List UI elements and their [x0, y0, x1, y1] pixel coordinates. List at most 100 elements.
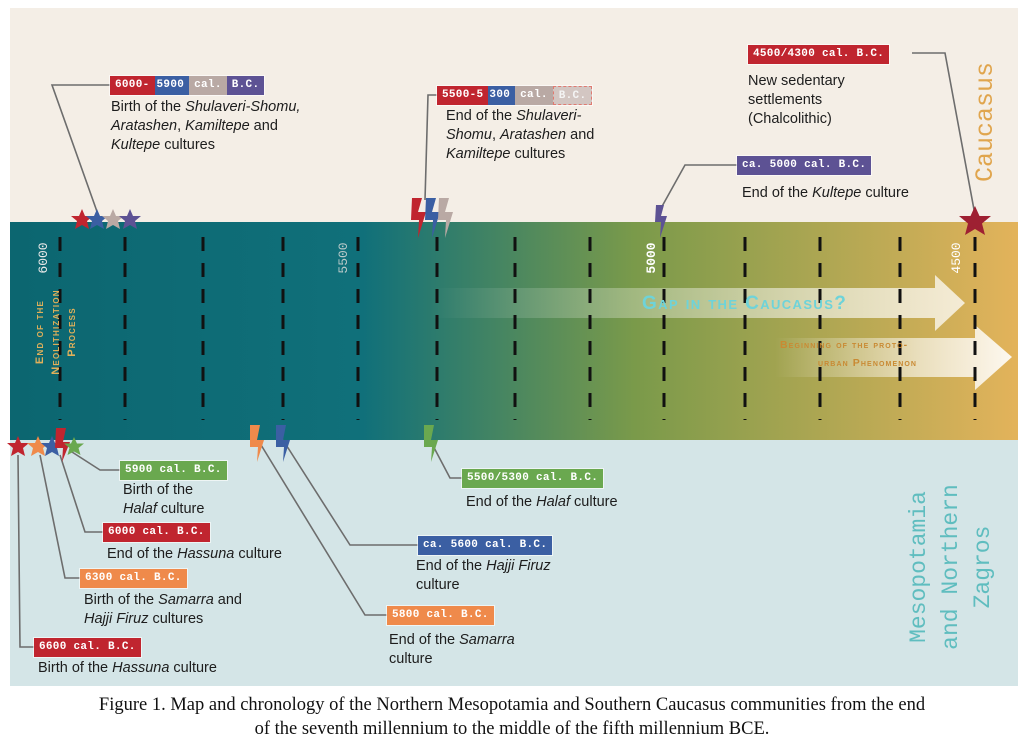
tag-part: 5900 [154, 76, 190, 95]
connector-samarra-birth [39, 454, 80, 579]
tag-part: 6000 cal. B.C. [103, 523, 210, 542]
tag-chalcolithic: 4500/4300 cal. B.C. [748, 45, 890, 64]
star-red-top [71, 209, 93, 229]
label-hassuna-end: End of the Hassuna culture [107, 545, 282, 564]
gap-label: Gap in the Caucasus? [642, 293, 847, 314]
label-line: End of the Kultepe culture [742, 185, 909, 201]
label-shulaveri-end: End of the Shulaveri- Shomu, Aratashen a… [446, 107, 594, 164]
tag-hassuna-birth: 6600 cal. B.C. [34, 638, 141, 657]
connector-hassuna-end [59, 454, 103, 533]
tag-part: 5900 cal. B.C. [120, 461, 227, 480]
connector-samarra-end [257, 439, 387, 616]
tag-part: 5800 cal. B.C. [387, 606, 494, 625]
tag-part: 5500/5300 cal. B.C. [462, 469, 604, 488]
label-line: settlements [748, 92, 823, 108]
timeline-band [10, 222, 1018, 440]
end-neolithization-line1: End of the [34, 300, 46, 364]
tag-part: 6300 cal. B.C. [80, 569, 187, 588]
mesopotamia-line2: and Northern [938, 484, 964, 650]
bolt-green-bottom [424, 425, 438, 462]
star-grey-top [102, 209, 124, 229]
tag-part: cal. [515, 86, 553, 105]
markers [7, 198, 991, 462]
mesopotamia-label: Mesopotamia and Northern Zagros [906, 484, 996, 650]
label-line: End of the Shulaveri- [446, 108, 582, 124]
connector-shulaveri-birth [50, 84, 110, 221]
proto-urban-line1: Beginning of the proto- [780, 339, 908, 351]
label-line: Kultepe cultures [111, 137, 215, 153]
label-line: Birth of the Shulaveri-Shomu, [111, 99, 301, 115]
chronology-diagram: Gap in the Caucasus? Beginning of the pr… [7, 8, 1018, 686]
star-green-bottom [64, 437, 84, 455]
label-line: (Chalcolithic) [748, 111, 832, 127]
mesopotamia-line3: Zagros [970, 526, 996, 609]
end-neolithization-line2: Neolithization [50, 289, 62, 374]
label-line: End of the Hassuna culture [107, 546, 282, 562]
tag-part: 4500/4300 cal. B.C. [748, 45, 890, 64]
year-4500: 4500 [949, 242, 964, 273]
label-samarra-end: End of the Samarra culture [389, 631, 515, 669]
connector-shulaveri-end [424, 94, 437, 201]
tag-kultepe-end: ca. 5000 cal. B.C. [737, 156, 872, 175]
label-samarra-birth: Birth of the Samarra and Hajji Firuz cul… [84, 591, 242, 629]
label-line: Hajji Firuz cultures [84, 611, 204, 627]
label-kultepe-end: End of the Kultepe culture [742, 184, 909, 203]
proto-urban-line2: urban Phenomenon [818, 357, 917, 369]
tag-part: 300 [488, 86, 516, 105]
star-blue-bottom [41, 436, 63, 456]
label-line: Birth of the Samarra and [84, 592, 242, 608]
label-line: New sedentary [748, 73, 845, 89]
year-6000: 6000 [36, 242, 51, 273]
tag-halaf-birth: 5900 cal. B.C. [120, 461, 227, 480]
star-red-bottom [7, 436, 29, 456]
tag-part: 6000- [110, 76, 155, 95]
proto-urban-arrow [775, 325, 1012, 390]
tag-halaf-end: 5500/5300 cal. B.C. [462, 469, 604, 488]
gap-arrow [430, 275, 965, 331]
label-hassuna-birth: Birth of the Hassuna culture [38, 659, 217, 678]
year-5000: 5000 [644, 242, 659, 273]
label-halaf-birth: Birth of the Halaf culture [123, 481, 204, 519]
label-line: Birth of the Hassuna culture [38, 660, 217, 676]
tag-samarra-end: 5800 cal. B.C. [387, 606, 494, 625]
label-chalcolithic: New sedentary settlements (Chalcolithic) [748, 72, 845, 129]
bolt-red-bottom [55, 428, 70, 462]
bolt-red-top [411, 198, 426, 238]
label-line: End of the Halaf culture [466, 494, 618, 510]
tag-part: cal. [189, 76, 227, 95]
end-neolithization-line3: Process [66, 307, 78, 357]
bolt-orange-bottom [250, 425, 264, 462]
label-line: End of the Hajji Firuz [416, 558, 551, 574]
star-orange-bottom [27, 436, 49, 456]
caucasus-label: Caucasus [971, 62, 1000, 182]
label-line: End of the Samarra [389, 632, 515, 648]
tag-hassuna-end: 6000 cal. B.C. [103, 523, 210, 542]
star-red-caucasus [959, 206, 991, 235]
tag-part: 6600 cal. B.C. [34, 638, 141, 657]
year-5500: 5500 [336, 242, 351, 273]
label-line: Shomu, Aratashen and [446, 127, 595, 143]
time-tick-lines [58, 237, 977, 420]
tag-part: 5500-5 [437, 86, 489, 105]
connector-halaf-end [429, 439, 462, 479]
mesopotamia-line1: Mesopotamia [906, 491, 932, 643]
caucasus-zone [10, 8, 1018, 222]
figure-caption: Figure 1. Map and chronology of the Nort… [0, 693, 1024, 741]
label-line: Kamiltepe cultures [446, 146, 566, 162]
end-neolithization-label: End of the Neolithization Process [34, 289, 78, 374]
label-line: culture [389, 651, 433, 667]
tag-part: B.C. [226, 76, 265, 95]
tag-part: ca. 5000 cal. B.C. [737, 156, 872, 175]
bolt-purple-top [655, 205, 667, 238]
bolt-blue-bottom [276, 425, 290, 462]
caption-line-1: Figure 1. Map and chronology of the Nort… [98, 695, 926, 715]
tag-samarra-birth: 6300 cal. B.C. [80, 569, 187, 588]
connector-chalcolithic [912, 52, 976, 216]
tag-part: B.C. [552, 86, 593, 105]
star-purple-top [119, 209, 141, 229]
bolt-blue-top [425, 198, 440, 238]
label-shulaveri-birth: Birth of the Shulaveri-Shomu, Aratashen,… [111, 98, 300, 155]
connector-halaf-birth [71, 451, 120, 471]
